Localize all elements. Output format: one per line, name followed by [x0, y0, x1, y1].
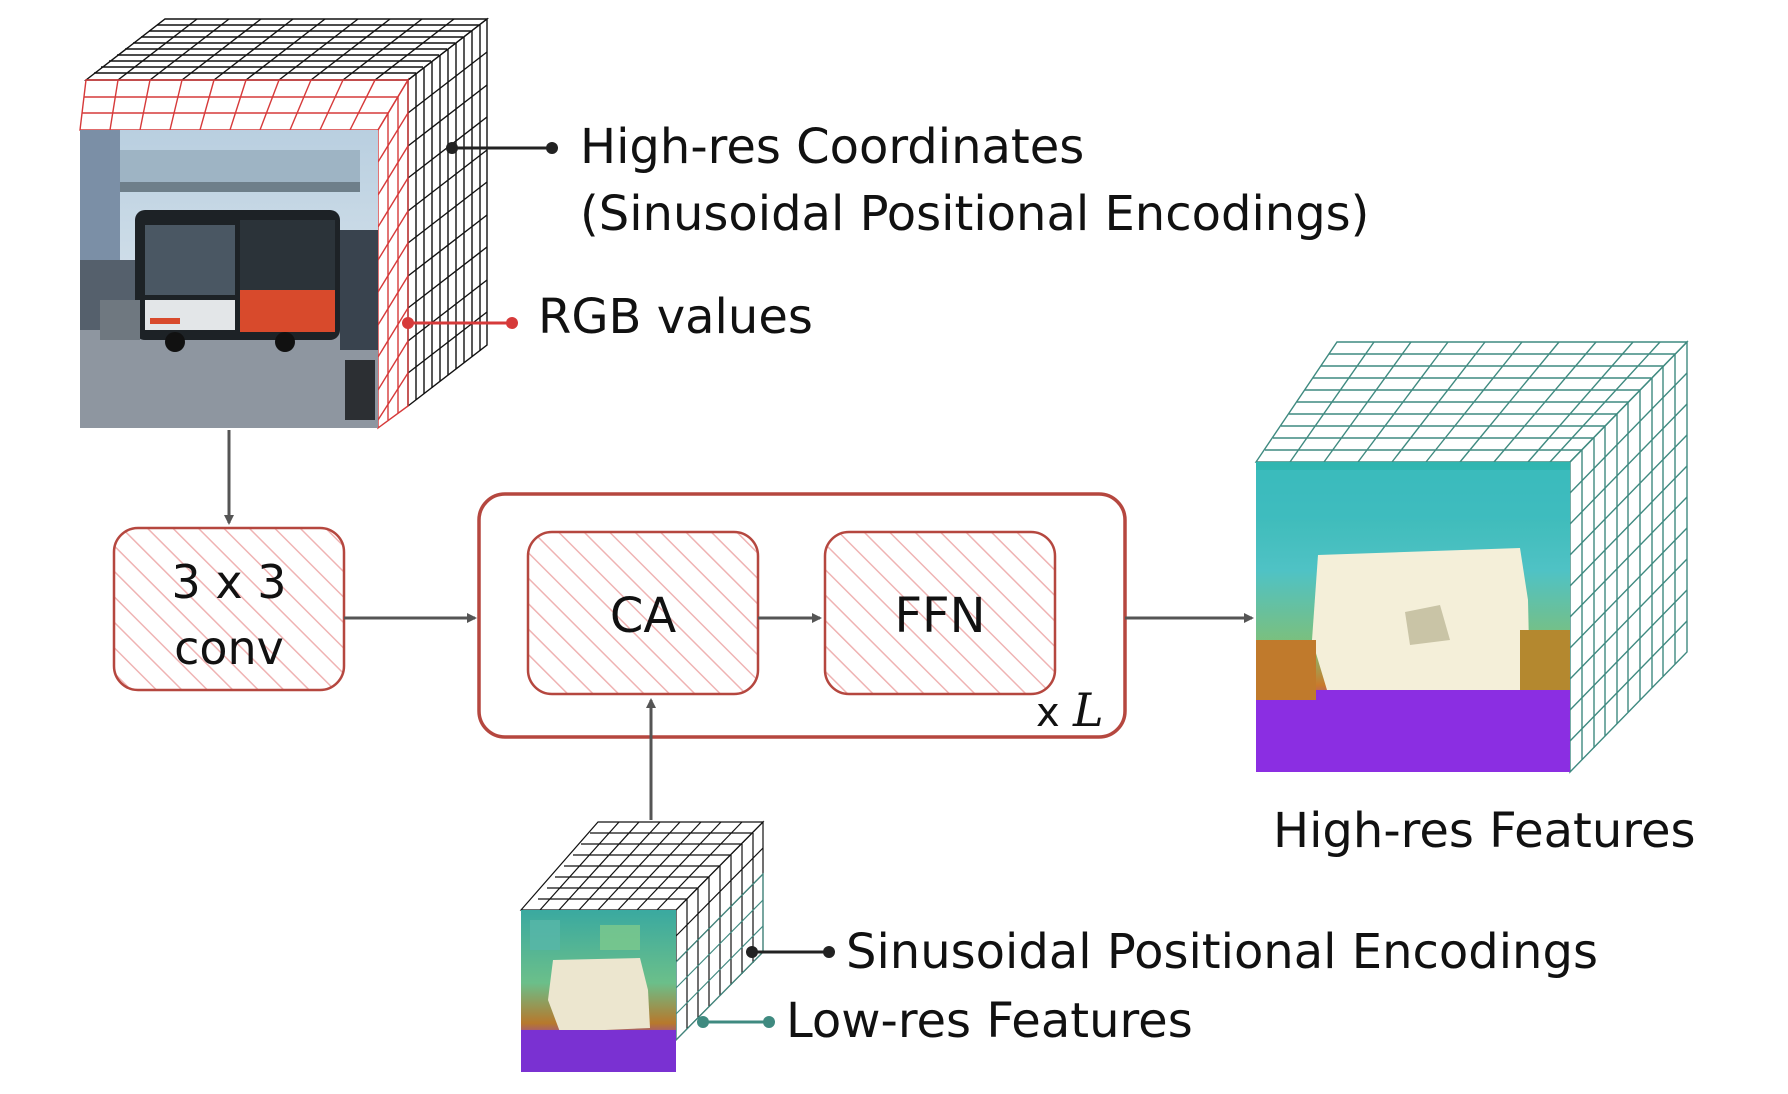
attention-block-container: CA FFN x L: [477, 492, 1127, 739]
highres-coords-label-line1: High-res Coordinates: [580, 119, 1084, 175]
conv-block: 3 x 3 conv: [112, 526, 346, 692]
lowres-cube-top-grid: [519, 821, 765, 911]
lowres-features-label: Low-res Features: [786, 993, 1193, 1049]
highres-features-label: High-res Features: [1273, 803, 1696, 859]
lowres-features-cube: [519, 820, 765, 1072]
highres-coords-callout: High-res Coordinates (Sinusoidal Positio…: [446, 119, 1369, 242]
highres-cube-side-grid: [1569, 340, 1688, 774]
input-cube-top-black-grid: [83, 18, 490, 81]
sinusoidal-pe-callout: Sinusoidal Positional Encodings: [746, 924, 1598, 980]
ca-label: CA: [610, 588, 677, 644]
input-cube: [79, 17, 490, 430]
highres-features-cube: [1254, 340, 1689, 774]
sinusoidal-pe-label: Sinusoidal Positional Encodings: [846, 924, 1598, 980]
ca-block: [526, 530, 760, 696]
lowres-features-image: [521, 910, 676, 1072]
highres-cube-top-grid: [1254, 341, 1689, 463]
bus-image: [80, 130, 378, 428]
ffn-block: [823, 530, 1057, 696]
repeat-L-label: L: [1072, 683, 1104, 737]
highres-features-image: [1256, 462, 1570, 772]
lowres-features-callout: Low-res Features: [697, 993, 1193, 1049]
conv-label-line2: conv: [174, 621, 284, 675]
input-cube-side-black-grid: [407, 17, 488, 408]
highres-coords-label-line2: (Sinusoidal Positional Encodings): [580, 186, 1369, 242]
rgb-values-callout: RGB values: [402, 289, 813, 345]
ffn-label: FFN: [894, 588, 985, 644]
repeat-x-label: x: [1036, 690, 1060, 736]
input-cube-top-red-grid: [79, 79, 410, 131]
conv-label-line1: 3 x 3: [172, 555, 287, 609]
input-cube-side-red-grid: [377, 77, 409, 430]
rgb-values-label: RGB values: [538, 289, 813, 345]
